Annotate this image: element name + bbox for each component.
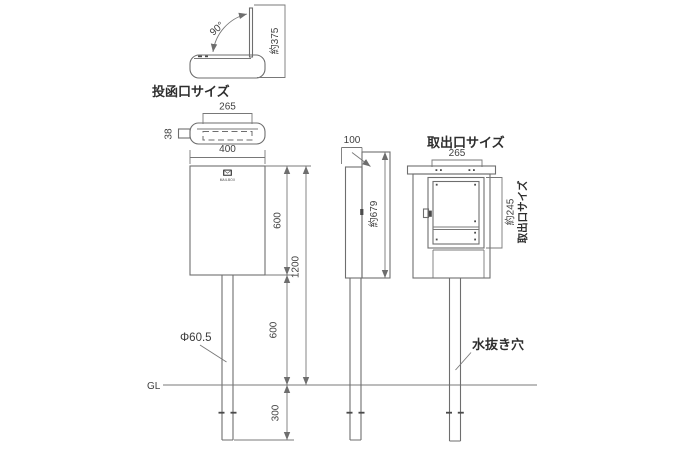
box-top-outline: [189, 122, 266, 145]
screw-dot: [435, 238, 438, 241]
posting-slot-size-label: 投函口サイズ: [152, 84, 230, 99]
door-frame-outer: [427, 176, 485, 249]
opening-width-dim: 265: [449, 148, 466, 159]
screw-dot: [474, 183, 476, 186]
drain-hole-leader: [455, 352, 472, 371]
body-width-dim-lines: [189, 150, 266, 164]
mail-drop-arrow: [351, 152, 371, 167]
screw-dot: [435, 183, 438, 186]
opening-side-label: 取出口サイズ: [516, 180, 529, 243]
lid-swing-arc: [210, 12, 248, 53]
box-height-dim: 600: [273, 212, 284, 229]
hinge-mark: [205, 55, 208, 58]
pole-diameter-callout: Φ60.5: [180, 332, 227, 363]
door-latch: [422, 208, 430, 219]
total-height-dim: 1200: [291, 255, 302, 278]
gl-label: GL: [147, 381, 161, 392]
side-view: 100 約679: [341, 135, 391, 441]
front-dimensions: 600 600 1200 300: [234, 165, 311, 441]
front-panel-side: [344, 166, 363, 279]
anchor-pin: [358, 411, 365, 414]
slot-width-dim-lines: [202, 113, 253, 124]
hinge-mark: [198, 55, 202, 58]
takeout-size-header: 取出口サイズ: [427, 135, 505, 150]
pole-diameter-label: Φ60.5: [180, 332, 212, 344]
screw-dot: [474, 238, 476, 241]
bottom-panel: [432, 249, 485, 278]
anchor-pin: [446, 411, 452, 414]
screw-dot: [468, 169, 471, 171]
roof-strip: [406, 165, 497, 175]
mailbox-body-front: [189, 165, 266, 276]
anchor-pin: [346, 411, 353, 414]
pole-above-dim: 600: [269, 321, 280, 338]
back-pole: [448, 278, 462, 442]
depth-dim: 100: [344, 135, 361, 146]
open-lid-panel: [248, 7, 254, 58]
envelope-icon-flap: [224, 170, 231, 174]
envelope-icon: [223, 169, 232, 176]
screw-dot: [473, 169, 475, 171]
slot-width-dim: 265: [219, 102, 236, 113]
front-view: MAILBOX: [189, 165, 266, 441]
body-width-dim: 400: [219, 144, 236, 155]
opening-width-dim-lines: [431, 159, 483, 167]
opening-height-dim: 約245: [504, 198, 517, 225]
drain-hole-label: 水抜き穴: [472, 337, 524, 352]
envelope-icon-paper: [224, 170, 231, 175]
slot-height-dim: 38: [164, 128, 175, 140]
lid-angle-dim: 90°: [208, 20, 227, 38]
box-top-profile: [189, 54, 266, 79]
door-middle-rail: [433, 226, 479, 230]
front-pole: [221, 275, 234, 441]
pole-diameter-leader: [199, 344, 227, 363]
screw-dot: [474, 231, 476, 234]
left-tab: [177, 128, 191, 139]
mailbox-body-back: [412, 173, 491, 279]
lid-open-height-dim: 約375: [268, 27, 281, 54]
mailbox-logo-text: MAILBOX: [220, 178, 236, 182]
opening-height-bracket: [486, 177, 503, 249]
door-frame-inner: [432, 180, 480, 245]
side-pole: [349, 278, 362, 441]
screw-dot: [474, 220, 476, 223]
pole-below-dim: 300: [271, 404, 282, 421]
posting-slot-dashed: [202, 131, 253, 141]
side-height-dim: 約679: [367, 200, 380, 227]
drain-hole-callout: 水抜き穴: [455, 337, 524, 371]
extension-lines: [234, 165, 311, 441]
anchor-pin: [457, 411, 464, 414]
anchor-pin: [218, 411, 225, 414]
latch-side: [360, 209, 364, 215]
back-view: 取出口サイズ 265 取出口サイズ 約245: [406, 135, 529, 442]
depth-dim-lines: [341, 147, 363, 164]
door-latch-handle: [428, 210, 432, 217]
screw-dot: [435, 169, 438, 171]
screw-dot: [440, 169, 442, 171]
lid-open-diagram: 90° 約375: [189, 4, 286, 79]
top-view: 投函口サイズ 38 265 400: [152, 84, 266, 164]
lid-height-bracket: [254, 4, 286, 78]
anchor-pin: [230, 411, 237, 414]
ground-line: GL: [147, 381, 537, 392]
